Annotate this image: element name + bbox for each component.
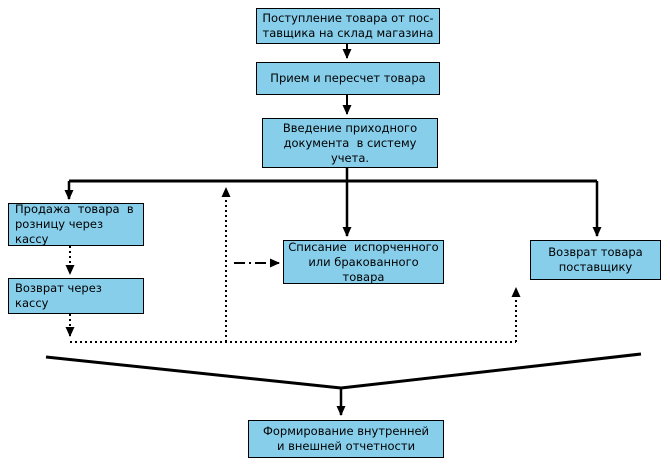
box-receipt-from-supplier: Поступление товара от пос- тавщика на ск…: [256, 8, 440, 44]
box-entry-into-accounting: Введение приходного документа в систему …: [262, 118, 438, 168]
box-reporting: Формирование внутренней и внешней отчетн…: [248, 420, 444, 458]
funnel-line-right: [340, 352, 642, 390]
box-writeoff-damaged-goods: Списание испорченного или бракованного т…: [283, 240, 444, 284]
box-return-to-supplier: Возврат товара поставщику: [530, 240, 661, 280]
box-retail-sale: Продажа товара в розницу через кассу: [8, 202, 144, 246]
box-accept-and-recount: Прием и пересчет товара: [256, 62, 440, 95]
box-cash-return: Возврат через кассу: [8, 278, 144, 314]
funnel-line-left: [45, 355, 342, 390]
